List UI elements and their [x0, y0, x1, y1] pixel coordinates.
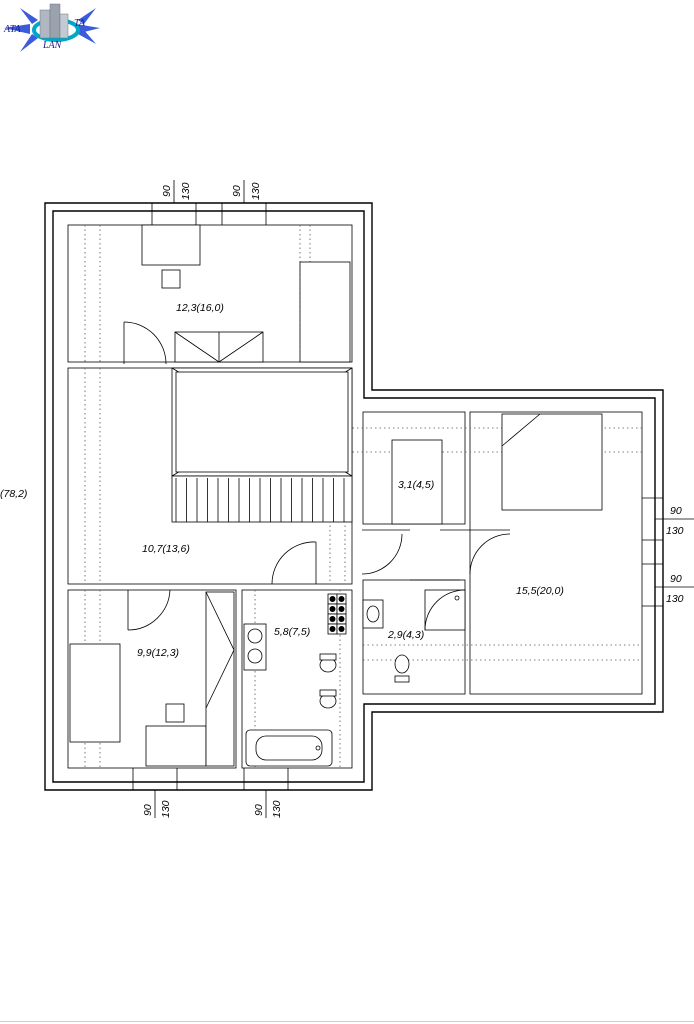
dim-bottom-1-a: 90: [142, 804, 154, 816]
logo-word-bottom: LAN: [42, 40, 63, 51]
stair-steps: [175, 478, 345, 522]
sink-icon-2: [247, 648, 263, 664]
room-label-bathroom: 5,8(7,5): [274, 626, 310, 638]
dim-top-1-b: 130: [180, 182, 192, 200]
wc-sink-icon: [366, 605, 380, 623]
dim-bottom-2-b: 130: [271, 800, 283, 818]
top-room-furniture: [141, 224, 351, 363]
dim-right-2-a: 90: [670, 573, 682, 585]
chair-top-room: [161, 269, 181, 289]
desk-top-room: [141, 224, 201, 266]
bed: [501, 413, 603, 511]
dim-top-2-a: 90: [231, 185, 243, 197]
wc-toilet-icon: [394, 654, 410, 674]
logo-word-left: ATA: [3, 24, 22, 35]
dim-top-1-a: 90: [161, 185, 173, 197]
logo-building-icon: [39, 3, 69, 39]
door-arc-bathroom: [271, 541, 317, 585]
company-logo: ATA TA LAN: [3, 3, 100, 52]
footer-divider: [0, 1021, 694, 1022]
room-label-bedroom-right: 15,5(20,0): [516, 585, 564, 597]
window-markers: [132, 180, 694, 818]
wardrobe-top-room: [299, 261, 351, 363]
dim-bottom-1-b: 130: [160, 800, 172, 818]
door-arc-top-room: [123, 321, 167, 365]
boiler-dot: [338, 596, 345, 602]
small-top-room-furniture: [391, 439, 443, 525]
dim-bottom-2-a: 90: [253, 804, 265, 816]
staircase: [171, 367, 353, 523]
total-area-label: (78,2): [0, 488, 27, 500]
logo-arrows-icon: [4, 8, 100, 52]
door-arc-bottom-left: [127, 589, 171, 631]
dim-top-2-b: 130: [250, 182, 262, 200]
dim-right-1-a: 90: [670, 505, 682, 517]
room-label-small-top-room: 3,1(4,5): [398, 479, 434, 491]
room-label-hall: 10,7(13,6): [142, 543, 190, 555]
bed-small: [69, 643, 121, 743]
room-label-top-room: 12,3(16,0): [176, 302, 224, 314]
shower-icon: [424, 589, 466, 631]
sink-icon: [247, 628, 263, 644]
chair-bottom-left: [165, 703, 185, 723]
desk-bottom-left: [145, 725, 207, 767]
dim-right-1-b: 130: [666, 525, 684, 537]
boiler-dot: [329, 626, 336, 632]
dim-right-2-b: 130: [666, 593, 684, 605]
room-label-bottom-left-room: 9,9(12,3): [137, 647, 179, 659]
bathroom-fixtures: [243, 623, 337, 767]
boiler-dot: [338, 606, 345, 612]
boiler-dot: [329, 616, 336, 622]
logo-word-right: TA: [74, 18, 86, 29]
boiler-dot: [329, 606, 336, 612]
wc-fixtures: [362, 579, 466, 683]
room-label-wc: 2,9(4,3): [387, 629, 424, 641]
boiler-grid-icon: [327, 593, 347, 635]
door-arc-small-room: [361, 533, 403, 575]
boiler-dot: [329, 596, 336, 602]
bottom-left-room-furniture: [69, 591, 235, 767]
boiler-dot: [338, 626, 345, 632]
boiler-dot: [338, 616, 345, 622]
exterior-walls: [44, 202, 664, 791]
